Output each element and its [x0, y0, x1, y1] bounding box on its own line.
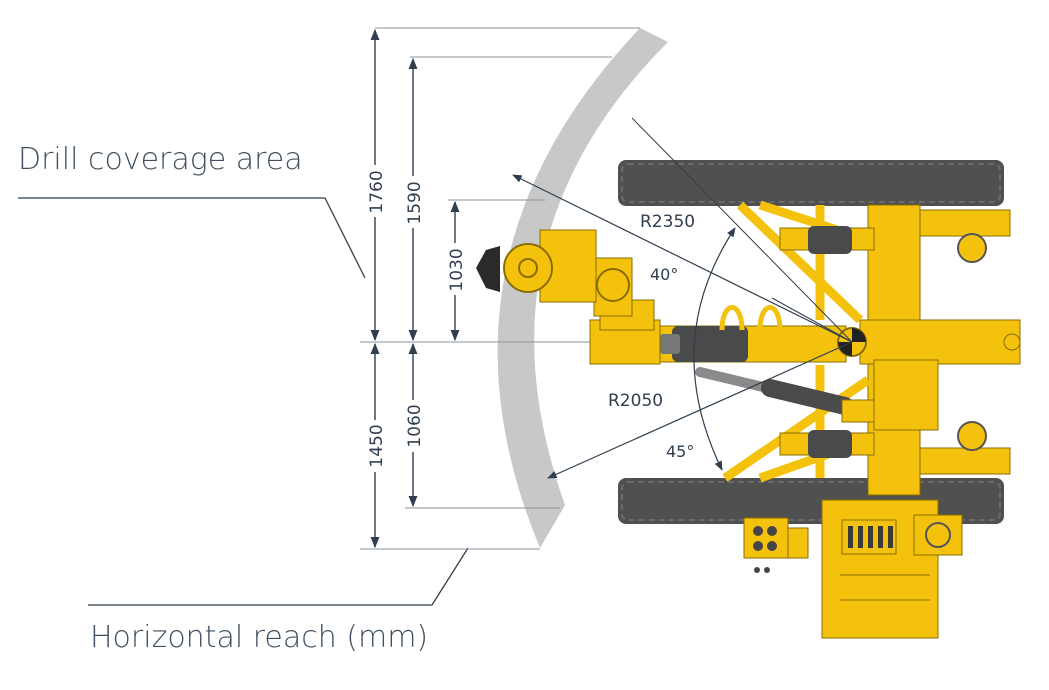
drill-rig-machine	[476, 160, 1021, 639]
dim-label-1030: 1030	[447, 248, 467, 291]
angle-label-lower: 45°	[666, 442, 694, 461]
radius-label-inner: R2050	[608, 391, 663, 411]
dim-label-1590: 1590	[405, 181, 425, 224]
coverage-area	[497, 28, 668, 548]
drill-bit-icon	[476, 246, 500, 292]
drill-coverage-caption: Drill coverage area	[18, 142, 303, 177]
angle-label-upper: 40°	[650, 265, 678, 284]
radius-label-outer: R2350	[640, 212, 695, 232]
coverage-leader-line	[18, 197, 366, 279]
reach-leader-line	[88, 547, 469, 606]
dim-label-1450: 1450	[367, 424, 387, 467]
upper-track	[618, 160, 1004, 206]
horizontal-reach-caption: Horizontal reach (mm)	[90, 620, 429, 655]
angle-arc	[693, 227, 736, 471]
dim-label-1760: 1760	[367, 170, 387, 213]
radius-line-upper	[512, 174, 853, 343]
dim-label-1060: 1060	[405, 404, 425, 447]
